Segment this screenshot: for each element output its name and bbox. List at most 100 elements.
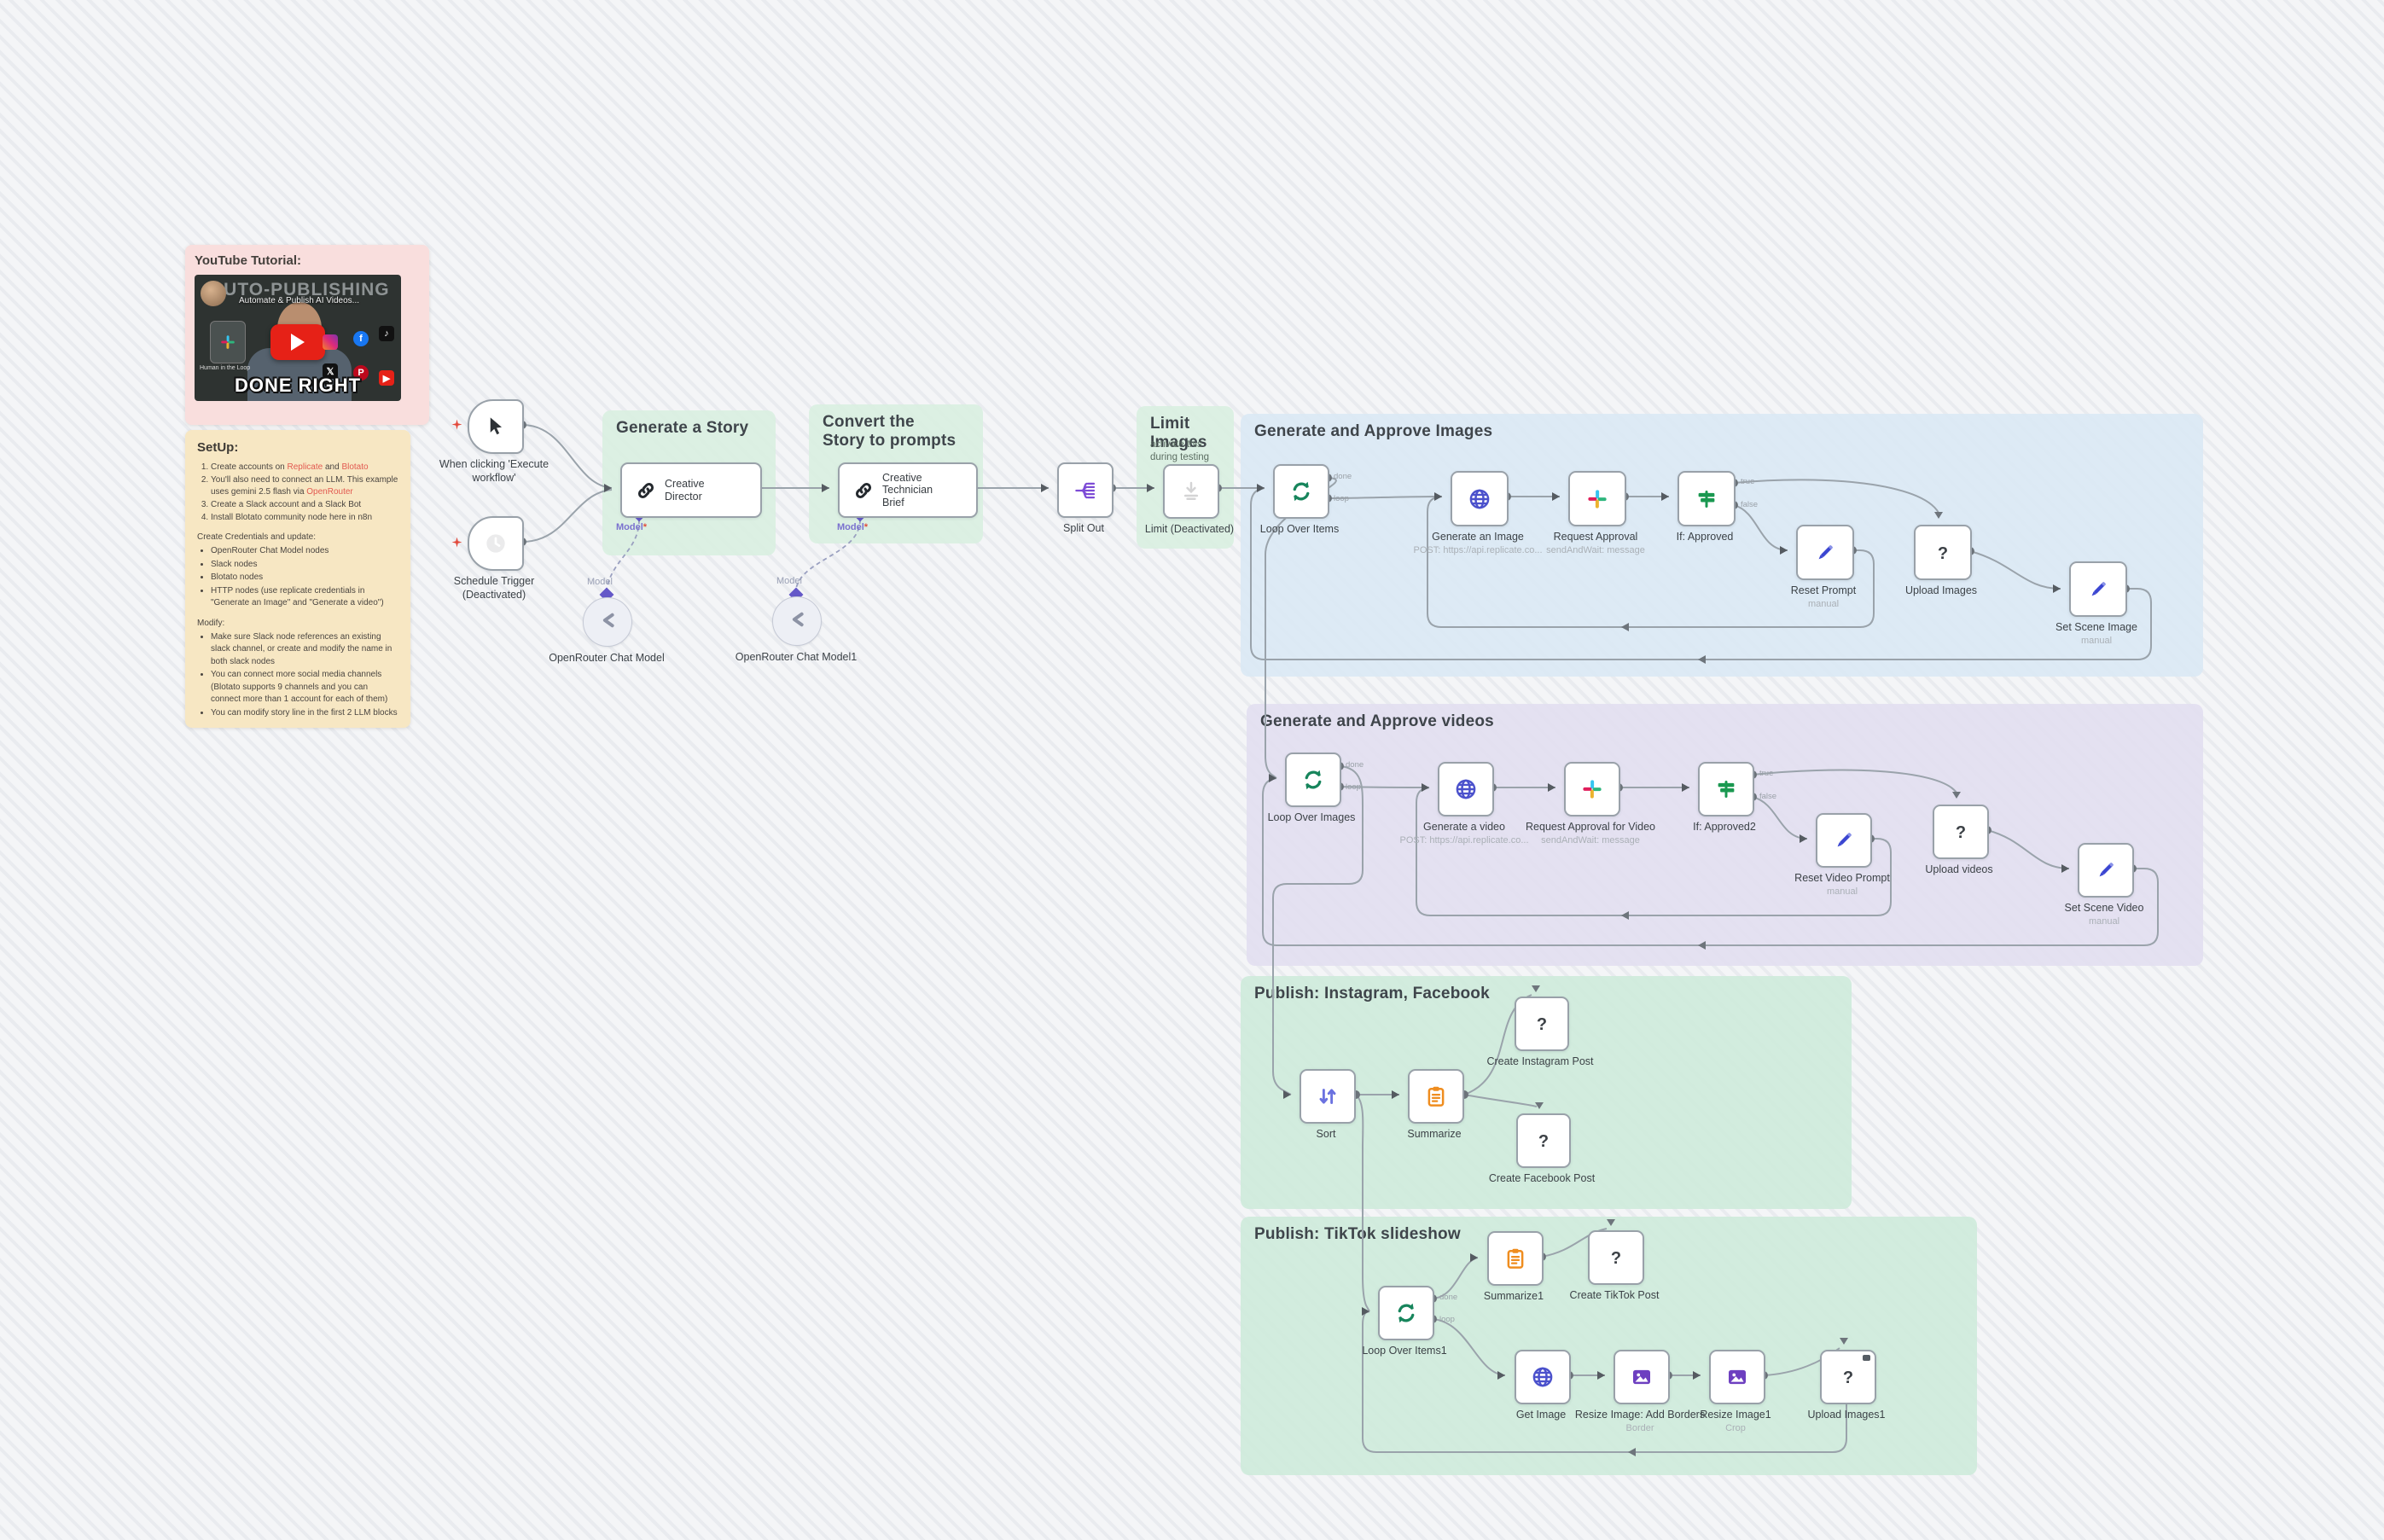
node-label-text: Summarize bbox=[1407, 1128, 1462, 1140]
setup-steps: Create accounts on Replicate and Blotato… bbox=[211, 462, 398, 524]
node-label: Create Facebook Post bbox=[1469, 1172, 1614, 1186]
modify-header: Modify: bbox=[197, 618, 225, 628]
image-icon bbox=[1629, 1364, 1654, 1390]
model-label-text: Model bbox=[837, 522, 864, 532]
node-generate-an-image[interactable] bbox=[1451, 471, 1509, 526]
connector-label: loop bbox=[1346, 782, 1361, 792]
node-label-text: Create Instagram Post bbox=[1486, 1055, 1594, 1067]
node-creative-director[interactable]: Creative Director bbox=[620, 462, 762, 518]
node-sublabel: manual bbox=[2080, 635, 2113, 646]
slack-icon bbox=[1584, 486, 1610, 512]
node-summarize[interactable] bbox=[1408, 1069, 1464, 1124]
model-endpoint-label: Model bbox=[776, 576, 802, 586]
credentials-item: Blotato nodes bbox=[211, 572, 398, 584]
node-loop-over-items1[interactable] bbox=[1378, 1286, 1434, 1340]
sticky-note-youtube-tutorial[interactable]: YouTube Tutorial: AUTO-PUBLISHING Automa… bbox=[185, 245, 429, 425]
question-icon: ? bbox=[1603, 1245, 1629, 1270]
node-set-scene-image[interactable] bbox=[2069, 561, 2127, 617]
unknown-node-icon: ? bbox=[1843, 1369, 1853, 1387]
node-request-approval-for-video[interactable] bbox=[1564, 762, 1620, 816]
youtube-thumbnail[interactable]: AUTO-PUBLISHING Automate & Publish AI Vi… bbox=[195, 275, 401, 401]
youtube-play-icon[interactable] bbox=[270, 324, 325, 360]
node-resize-image1[interactable] bbox=[1709, 1350, 1765, 1404]
node-get-image[interactable] bbox=[1515, 1350, 1571, 1404]
node-label-text: Create Facebook Post bbox=[1488, 1172, 1596, 1184]
node-generate-a-video[interactable] bbox=[1438, 762, 1494, 816]
node-reset-prompt[interactable] bbox=[1796, 525, 1854, 580]
if-icon bbox=[1698, 490, 1715, 508]
node-summarize1[interactable] bbox=[1487, 1231, 1544, 1286]
modify-item: Make sure Slack node references an exist… bbox=[211, 631, 398, 669]
node-loop-over-images[interactable] bbox=[1285, 753, 1341, 807]
tiktok-icon: ♪ bbox=[379, 326, 394, 341]
image-icon bbox=[1633, 1369, 1650, 1385]
node-label: OpenRouter Chat Model bbox=[549, 652, 665, 664]
modify-item: You can modify story line in the first 2… bbox=[211, 707, 398, 720]
blotato-link[interactable]: Blotato bbox=[341, 462, 369, 472]
clipboard-icon bbox=[1503, 1246, 1528, 1271]
node-split-out[interactable] bbox=[1057, 462, 1114, 518]
node-upload-images[interactable]: ? bbox=[1914, 525, 1972, 580]
node-when-clicking-execute-workflow[interactable] bbox=[468, 399, 524, 454]
required-star-icon bbox=[451, 419, 462, 430]
chain-link-icon bbox=[637, 482, 654, 498]
openrouter-icon bbox=[792, 612, 804, 626]
node-if-approved2[interactable] bbox=[1698, 762, 1754, 816]
node-label: Upload Images1 bbox=[1774, 1409, 1919, 1422]
node-create-tiktok-post[interactable]: ? bbox=[1588, 1230, 1644, 1285]
sticky-note-setup[interactable]: SetUp: Create accounts on Replicate and … bbox=[185, 430, 410, 728]
section-title: Generate a Story bbox=[616, 419, 749, 437]
node-upload-videos[interactable]: ? bbox=[1933, 805, 1989, 859]
globe-icon bbox=[1456, 779, 1476, 799]
sticky-title: SetUp: bbox=[197, 440, 239, 455]
node-if-approved[interactable] bbox=[1678, 471, 1736, 526]
slack-icon bbox=[1588, 489, 1607, 508]
limit-icon bbox=[1178, 479, 1204, 504]
sort-icon bbox=[1315, 1084, 1340, 1109]
chain-icon bbox=[634, 479, 658, 503]
node-sort[interactable] bbox=[1300, 1069, 1356, 1124]
node-openrouter-chat-model1[interactable] bbox=[772, 596, 822, 646]
node-create-instagram-post[interactable]: ? bbox=[1515, 997, 1569, 1051]
connector-label: true bbox=[1741, 477, 1755, 486]
clipboard-icon bbox=[1423, 1084, 1449, 1109]
node-create-facebook-post[interactable]: ? bbox=[1516, 1113, 1571, 1168]
cursor-icon bbox=[483, 414, 509, 439]
node-loop-over-items[interactable] bbox=[1273, 464, 1329, 519]
youtube-icon: ▶ bbox=[379, 370, 394, 386]
instagram-icon bbox=[323, 334, 338, 350]
node-creative-technician-brief[interactable]: Creative Technician Brief bbox=[838, 462, 978, 518]
node-sublabel: manual bbox=[1826, 886, 1858, 897]
question-icon: ? bbox=[1948, 819, 1974, 845]
replicate-link[interactable]: Replicate bbox=[287, 462, 323, 472]
required-star-icon bbox=[451, 537, 462, 548]
node-set-scene-video[interactable] bbox=[2078, 843, 2134, 898]
node-reset-video-prompt[interactable] bbox=[1816, 813, 1872, 868]
unknown-node-icon: ? bbox=[1538, 1132, 1549, 1151]
section-note: activate this during testing bbox=[1150, 439, 1210, 462]
pen-icon bbox=[1812, 540, 1838, 566]
loop-icon bbox=[1398, 1303, 1415, 1323]
node-schedule-trigger[interactable] bbox=[468, 516, 524, 571]
node-limit[interactable] bbox=[1163, 464, 1219, 519]
connector-label: false bbox=[1741, 500, 1759, 509]
openrouter-icon bbox=[602, 613, 614, 627]
node-request-approval[interactable] bbox=[1568, 471, 1626, 526]
node-resize-image-add-borders[interactable] bbox=[1614, 1350, 1670, 1404]
node-upload-images1[interactable]: ? bbox=[1820, 1350, 1876, 1404]
issue-star-icon bbox=[451, 418, 463, 435]
credentials-item: HTTP nodes (use replicate credentials in… bbox=[211, 585, 398, 610]
openrouter-link[interactable]: OpenRouter bbox=[306, 487, 353, 497]
modify-list: Make sure Slack node references an exist… bbox=[211, 631, 398, 720]
model-label-text: Model bbox=[776, 576, 802, 586]
node-openrouter-chat-model[interactable] bbox=[583, 597, 632, 647]
setup-step: Create accounts on Replicate and Blotato bbox=[211, 462, 398, 474]
node-label-text: Loop Over Items1 bbox=[1362, 1345, 1447, 1357]
question-icon: ? bbox=[1529, 1011, 1555, 1037]
node-label-text: Upload videos bbox=[1925, 863, 1993, 875]
node-label-text: Split Out bbox=[1063, 522, 1104, 534]
node-label: Create TikTok Post bbox=[1542, 1289, 1687, 1303]
node-label: Creative Director bbox=[665, 478, 705, 503]
